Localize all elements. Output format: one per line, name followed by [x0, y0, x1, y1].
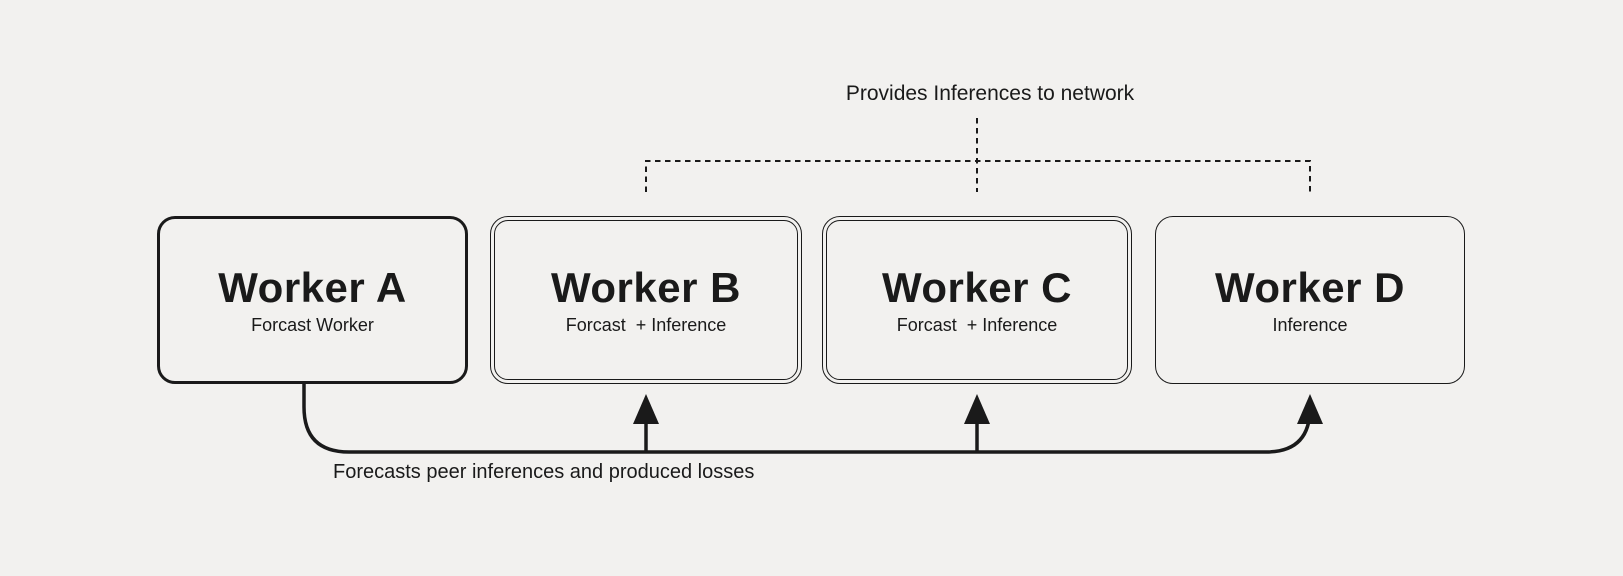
worker-a-subtitle: Forcast Worker [251, 315, 374, 336]
provides-inferences-label: Provides Inferences to network [845, 82, 1135, 105]
worker-c-box: Worker C Forcast + Inference [822, 216, 1132, 384]
worker-d-title: Worker D [1215, 263, 1405, 311]
worker-b-box: Worker B Forcast + Inference [490, 216, 802, 384]
arrowhead-worker-d-icon [1297, 394, 1323, 424]
worker-a-title: Worker A [218, 263, 407, 311]
arrowhead-worker-b-icon [633, 394, 659, 424]
worker-d-subtitle: Inference [1272, 315, 1348, 336]
arrowhead-worker-c-icon [964, 394, 990, 424]
inference-bracket-dashed-line [645, 160, 1311, 192]
forecasts-losses-label: Forecasts peer inferences and produced l… [333, 461, 755, 483]
worker-d-box: Worker D Inference [1155, 216, 1465, 384]
forecast-feedback-curve [302, 382, 1312, 454]
worker-c-subtitle: Forcast + Inference [896, 315, 1058, 336]
worker-c-title: Worker C [882, 263, 1072, 311]
worker-a-box: Worker A Forcast Worker [157, 216, 468, 384]
worker-b-subtitle: Forcast + Inference [565, 315, 727, 336]
worker-b-title: Worker B [551, 263, 741, 311]
